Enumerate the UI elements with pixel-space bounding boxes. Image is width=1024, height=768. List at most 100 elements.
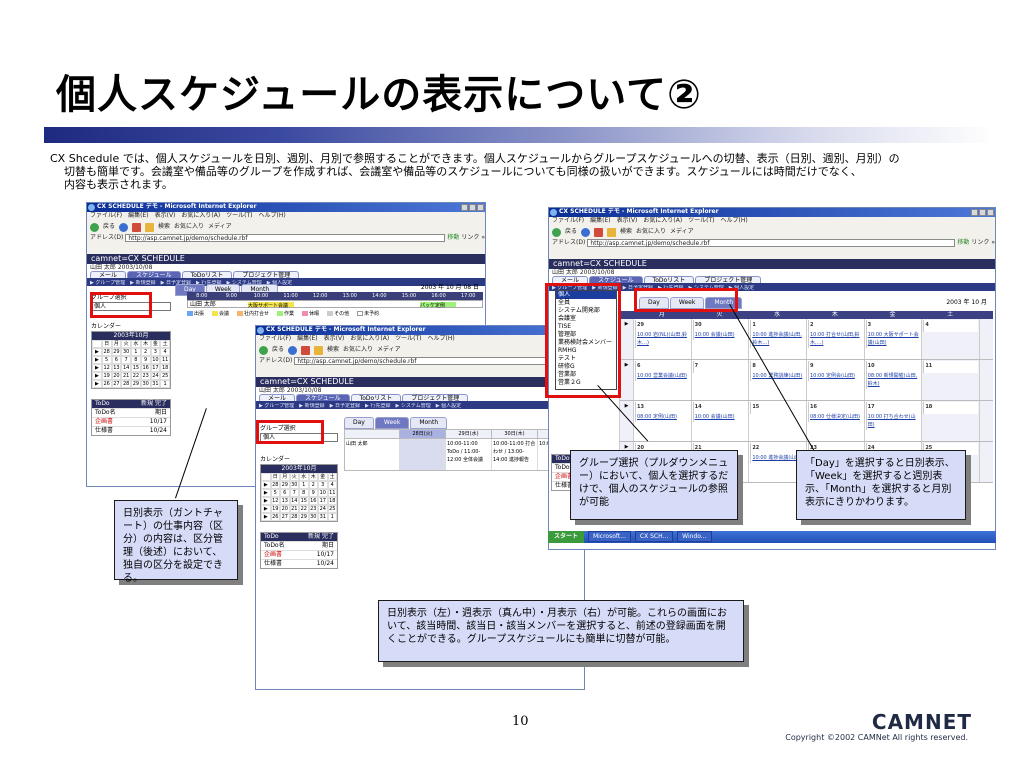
tab-month[interactable]: Month <box>410 417 448 429</box>
calendar-day[interactable]: 28 <box>289 513 299 521</box>
calendar-day[interactable]: 17 <box>318 497 328 505</box>
dropdown-option[interactable]: 全員 <box>558 299 571 306</box>
tab-schedule[interactable]: スケジュール <box>127 271 181 279</box>
calendar-day[interactable]: 15 <box>131 364 141 372</box>
calendar-day[interactable]: 9 <box>308 489 318 497</box>
todo-new-button[interactable]: 新規 <box>308 533 321 540</box>
favorites-button-label[interactable]: お気に入り <box>343 346 374 353</box>
calendar-day[interactable]: 24 <box>150 372 161 380</box>
month-day-cell[interactable]: 7 <box>690 360 749 400</box>
calendar-day[interactable]: 木 <box>140 340 151 348</box>
dropdown-option[interactable]: TISE <box>558 323 572 330</box>
calendar-day[interactable]: 24 <box>318 505 328 513</box>
taskbar-item[interactable]: CX SCH... <box>634 531 674 542</box>
back-icon[interactable] <box>552 227 561 237</box>
day-event[interactable]: 08:00 定例(山田) <box>635 412 690 422</box>
day-event[interactable]: 10:00 定例会(山田) <box>808 371 863 381</box>
favorites-button-label[interactable]: お気に入り <box>636 228 667 235</box>
calendar-day[interactable]: 土 <box>327 473 337 481</box>
calendar-day[interactable]: 金 <box>150 340 161 348</box>
todo-item-name[interactable]: 仕様書 <box>264 560 283 567</box>
back-button-label[interactable]: 戻る <box>103 223 116 230</box>
menu-bar[interactable]: ファイル(F) 編集(E) 表示(V) お気に入り(A) ツール(T) ヘルプ(… <box>90 212 286 219</box>
month-day-cell[interactable]: 11 <box>921 360 979 400</box>
month-day-cell[interactable]: 4 <box>921 319 979 359</box>
calendar-day[interactable]: 8 <box>131 356 141 364</box>
search-button-label[interactable]: 検索 <box>620 228 633 235</box>
day-event[interactable]: 10:00 会議(山田) <box>692 330 748 340</box>
forward-icon[interactable] <box>581 227 591 237</box>
todo-item-name[interactable]: 仕様書 <box>95 427 114 434</box>
taskbar-item[interactable]: Windo... <box>677 531 712 542</box>
back-button-label[interactable]: 戻る <box>272 346 285 353</box>
day-event[interactable]: 10:00 打ち合わせ(山田) <box>865 412 921 430</box>
week-day-header[interactable]: 29日(水) <box>445 430 491 438</box>
calendar-day[interactable]: 15 <box>299 497 309 505</box>
links-label[interactable]: リンク » <box>461 234 485 241</box>
calendar-day[interactable]: 25 <box>327 505 337 513</box>
dropdown-option[interactable]: 個人 <box>556 291 616 299</box>
favorites-button-label[interactable]: お気に入り <box>174 223 205 230</box>
dropdown-option[interactable]: 業務検討会メンバー <box>558 339 613 346</box>
calendar-day[interactable]: 19 <box>270 505 280 513</box>
go-button[interactable]: 移動 <box>447 234 460 241</box>
tab-day[interactable]: Day <box>344 417 374 429</box>
tab-project[interactable]: プロジェクト管理 <box>402 394 469 402</box>
calendar-day[interactable]: 26 <box>101 380 112 388</box>
calendar-day[interactable]: 3 <box>150 348 161 356</box>
home-icon[interactable] <box>145 222 155 232</box>
calendar-day[interactable]: ▶ <box>92 364 102 372</box>
calendar-day[interactable]: 30 <box>308 513 318 521</box>
minimize-icon[interactable] <box>461 204 468 211</box>
calendar-day[interactable]: 6 <box>280 489 290 497</box>
calendar-day[interactable]: 18 <box>160 364 170 372</box>
calendar-day[interactable]: 1 <box>160 380 170 388</box>
sunday-cell[interactable] <box>979 360 993 400</box>
day-event[interactable]: 08:00 新規開催(山田,鈴木) <box>865 371 921 389</box>
calendar-day[interactable]: 8 <box>299 489 309 497</box>
dropdown-option[interactable]: テスト <box>558 355 577 362</box>
window-titlebar[interactable]: CX SCHEDULE デモ - Microsoft Internet Expl… <box>549 208 995 217</box>
tab-schedule[interactable]: スケジュール <box>589 276 643 284</box>
calendar-day[interactable]: 火 <box>121 340 131 348</box>
dropdown-option[interactable]: システム開発部 <box>558 307 600 314</box>
forward-icon[interactable] <box>119 222 129 232</box>
sunday-cell[interactable] <box>979 319 993 359</box>
calendar-day[interactable]: 28 <box>121 380 131 388</box>
day-event[interactable] <box>923 371 978 373</box>
day-event[interactable] <box>923 330 978 332</box>
url-input[interactable]: http://asp.camnet.jp/demo/schedule.rbf <box>294 357 584 365</box>
tab-mail[interactable]: メール <box>552 276 589 284</box>
calendar-day[interactable]: 11 <box>327 489 337 497</box>
calendar-day[interactable]: 11 <box>160 356 170 364</box>
day-event[interactable]: 10:00 会議(山田) <box>692 412 748 422</box>
week-arrow-icon[interactable]: ▶ <box>619 401 633 441</box>
calendar-day[interactable]: 30 <box>289 481 299 489</box>
schedule-bar[interactable]: パッケ定例 <box>420 302 456 309</box>
minimize-icon[interactable] <box>971 209 978 216</box>
day-event[interactable] <box>923 412 978 414</box>
window-titlebar[interactable]: CX SCHEDULE デモ - Microsoft Internet Expl… <box>256 326 584 335</box>
tab-todo[interactable]: ToDoリスト <box>181 271 233 279</box>
calendar-day[interactable]: 27 <box>280 513 290 521</box>
dropdown-option[interactable]: 営業２G <box>558 379 581 386</box>
calendar-day[interactable]: 16 <box>140 364 151 372</box>
sunday-cell[interactable] <box>979 442 993 482</box>
calendar-day[interactable]: 30 <box>140 380 151 388</box>
calendar-day[interactable]: 31 <box>318 513 328 521</box>
tab-mail[interactable]: メール <box>259 394 296 402</box>
back-icon[interactable] <box>90 222 99 232</box>
calendar-day[interactable]: 1 <box>131 348 141 356</box>
close-icon[interactable] <box>477 204 484 211</box>
calendar-day[interactable]: 20 <box>111 372 122 380</box>
date-selector[interactable]: 2003 年 10 月 08 日 <box>420 284 479 291</box>
tab-schedule[interactable]: スケジュール <box>296 394 350 402</box>
calendar-day[interactable]: 27 <box>111 380 122 388</box>
week-day-header[interactable]: 28日(火) <box>399 430 445 438</box>
calendar-day[interactable]: 10 <box>150 356 161 364</box>
